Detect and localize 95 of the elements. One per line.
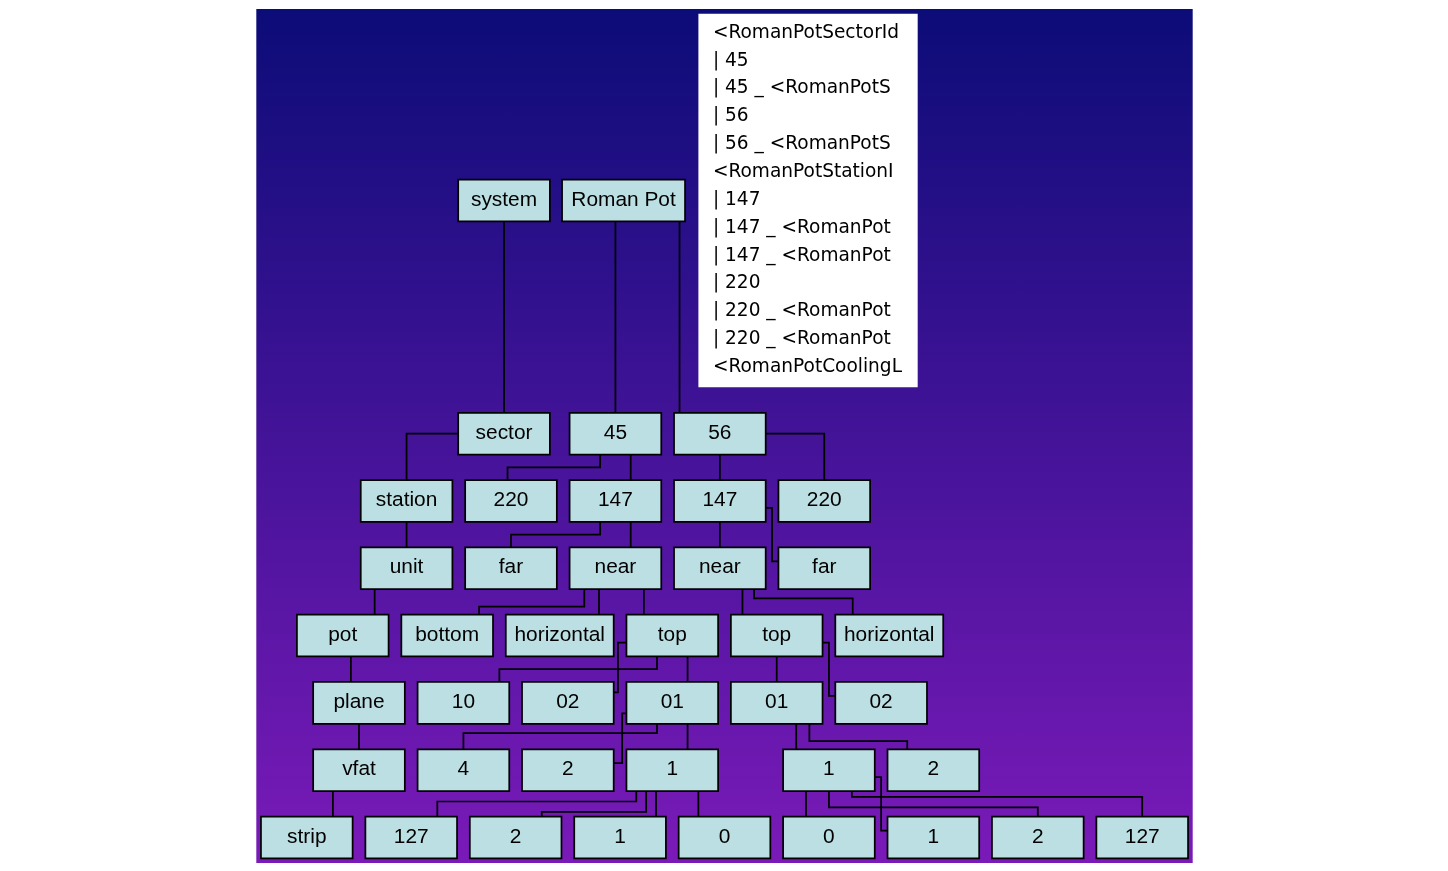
- connector: [794, 722, 797, 750]
- connector: [373, 587, 376, 615]
- node-box: station: [359, 478, 453, 523]
- connector: [764, 432, 825, 481]
- label: | 220: [712, 270, 760, 292]
- connector: [764, 506, 779, 562]
- node-box: far: [777, 546, 871, 590]
- connector: [873, 775, 888, 831]
- label: | 147 _ <RomanPot: [712, 215, 891, 237]
- node-box: 147: [672, 478, 767, 523]
- node-box: sector: [456, 411, 551, 455]
- node-box: 127: [364, 815, 458, 859]
- connector: [477, 587, 585, 615]
- label: | 56 _ <RomanPotS: [712, 131, 891, 153]
- node-box: 10: [416, 680, 510, 725]
- node-box: vfat: [311, 747, 406, 792]
- node-box: 220: [463, 478, 558, 523]
- node-box: Roman Pot: [560, 178, 686, 222]
- connector: [614, 220, 616, 414]
- node-box: 01: [729, 680, 823, 725]
- node-box: 0: [781, 815, 876, 859]
- connector: [804, 789, 807, 817]
- connector: [629, 520, 632, 548]
- node-box: 4: [416, 747, 510, 792]
- node-box: horizontal: [504, 613, 615, 657]
- connector: [502, 220, 505, 414]
- node-box: 1: [625, 747, 719, 792]
- connector: [850, 789, 1143, 817]
- label: | 220 _ <RomanPot: [712, 298, 891, 320]
- label: <RomanPotStationI: [712, 159, 894, 181]
- connector: [462, 722, 658, 750]
- label: <RomanPotSectorId: [712, 20, 899, 42]
- connector: [718, 520, 721, 548]
- connector: [435, 789, 637, 817]
- label: | 147: [712, 187, 760, 209]
- node-box: 1: [781, 747, 876, 792]
- node-box: plane: [311, 680, 406, 725]
- node-box: 2: [468, 815, 562, 859]
- node-box: 220: [777, 478, 871, 523]
- connector: [821, 641, 836, 697]
- node-box: 1: [886, 815, 980, 859]
- connector: [697, 789, 699, 817]
- connector: [612, 641, 627, 693]
- node-box: horizontal: [833, 613, 944, 657]
- node-box: 01: [625, 680, 719, 725]
- connector: [642, 587, 645, 615]
- node-box: pot: [295, 613, 389, 657]
- node-box: 45: [568, 411, 662, 455]
- connector: [405, 432, 459, 481]
- node-box: 0: [677, 815, 771, 859]
- connector: [741, 587, 743, 615]
- node-box: 2: [990, 815, 1084, 859]
- node-box: 02: [833, 680, 928, 725]
- connector: [357, 722, 360, 750]
- connector: [506, 453, 601, 481]
- node-box: far: [463, 546, 558, 590]
- node-box: 2: [886, 747, 980, 792]
- node-box: 02: [520, 680, 615, 725]
- label: | 220 _ <RomanPot: [712, 326, 891, 348]
- connector: [678, 220, 680, 414]
- node-box: unit: [359, 546, 453, 590]
- node-box: near: [568, 546, 662, 590]
- connector: [597, 587, 600, 615]
- label: | 147 _ <RomanPot: [712, 243, 891, 265]
- node-box: system: [456, 178, 551, 222]
- connector: [752, 587, 854, 615]
- connector: [629, 453, 632, 481]
- connector: [349, 655, 352, 683]
- node-box: bottom: [400, 613, 494, 657]
- label: | 45 _ <RomanPotS: [712, 75, 891, 97]
- connector: [509, 520, 601, 548]
- connector: [405, 520, 407, 548]
- node-box: near: [672, 546, 767, 590]
- node-box: 2: [520, 747, 615, 792]
- connector: [718, 453, 721, 481]
- node-box: strip: [259, 815, 353, 859]
- node-box: 1: [572, 815, 667, 859]
- node-box: 127: [1095, 815, 1189, 859]
- node-box: top: [729, 613, 823, 657]
- connector: [827, 789, 1039, 817]
- label: <RomanPotCoolingL: [712, 354, 902, 376]
- label: | 45: [712, 48, 749, 70]
- connector: [654, 789, 657, 817]
- connector: [612, 711, 627, 764]
- connector: [686, 655, 688, 683]
- connector: [498, 655, 658, 683]
- node-box: 147: [568, 478, 662, 523]
- connector: [686, 722, 688, 750]
- connector: [775, 655, 778, 683]
- node-box: top: [625, 613, 719, 657]
- label: | 56: [712, 103, 749, 125]
- connector: [331, 789, 334, 817]
- connector: [808, 722, 908, 750]
- connector: [540, 790, 647, 817]
- node-box: 56: [672, 411, 767, 455]
